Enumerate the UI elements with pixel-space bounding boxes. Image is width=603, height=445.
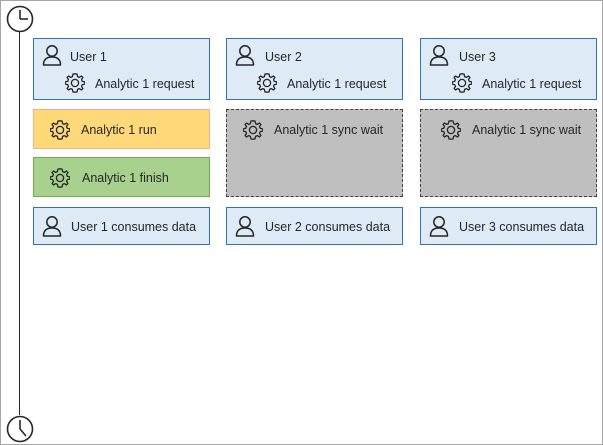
gear-icon xyxy=(441,120,461,140)
consumes-label: User 2 consumes data xyxy=(265,220,391,234)
user-icon xyxy=(42,45,62,66)
sync-wait-label: Analytic 1 sync wait xyxy=(472,123,582,137)
run-label: Analytic 1 run xyxy=(81,123,157,137)
user-1-consumes-box: User 1 consumes data xyxy=(33,207,210,245)
user-icon xyxy=(429,45,449,66)
user-1-request-box: User 1 Analytic 1 request xyxy=(33,38,210,100)
gear-icon xyxy=(452,73,472,93)
timeline-line xyxy=(19,32,20,415)
request-label: Analytic 1 request xyxy=(287,77,387,91)
user-icon xyxy=(429,216,449,237)
user-3-request-box: User 3 Analytic 1 request xyxy=(420,38,597,100)
user-icon xyxy=(235,45,255,66)
gear-icon xyxy=(65,73,85,93)
consumes-label: User 1 consumes data xyxy=(71,220,197,234)
user-2-request-box: User 2 Analytic 1 request xyxy=(226,38,403,100)
sync-wait-box: Analytic 1 sync wait xyxy=(226,109,403,197)
user-2-consumes-box: User 2 consumes data xyxy=(226,207,403,245)
user-name: User 2 xyxy=(265,50,302,64)
user-3-consumes-box: User 3 consumes data xyxy=(420,207,597,245)
user-icon xyxy=(235,216,255,237)
user-name: User 3 xyxy=(459,50,496,64)
finish-label: Analytic 1 finish xyxy=(82,171,169,185)
analytic-run-box: Analytic 1 run xyxy=(33,109,210,149)
analytic-finish-box: Analytic 1 finish xyxy=(33,157,210,197)
consumes-label: User 3 consumes data xyxy=(459,220,585,234)
request-label: Analytic 1 request xyxy=(95,77,195,91)
gear-icon xyxy=(243,120,263,140)
clock-icon xyxy=(6,5,34,33)
gear-icon xyxy=(257,73,277,93)
user-name: User 1 xyxy=(70,50,107,64)
clock-icon xyxy=(6,415,34,443)
user-icon xyxy=(42,216,62,237)
sync-wait-box: Analytic 1 sync wait xyxy=(420,109,597,197)
request-label: Analytic 1 request xyxy=(482,77,582,91)
sync-wait-label: Analytic 1 sync wait xyxy=(274,123,384,137)
gear-icon xyxy=(50,168,70,188)
gear-icon xyxy=(50,120,70,140)
